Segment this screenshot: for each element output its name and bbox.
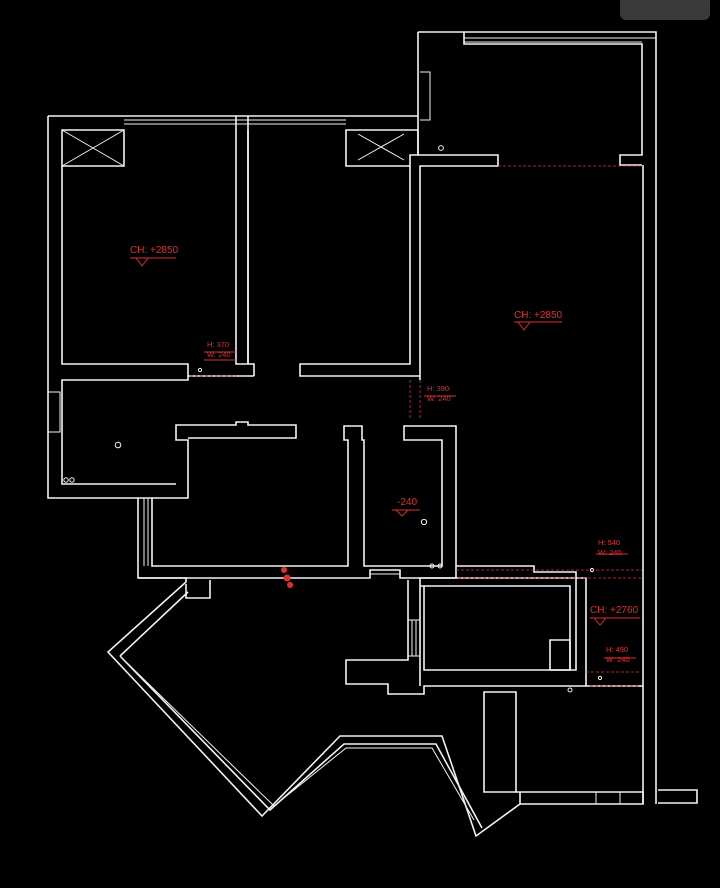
annotations: CH: +2850 CH: +2850 CH: +2760 -240 H: 37… xyxy=(130,245,639,664)
opening-guides xyxy=(190,165,642,687)
opening-b-width: W: 240 xyxy=(427,394,451,403)
opening-c-height: H: 540 xyxy=(598,538,620,547)
ceiling-height-bottom: CH: +2760 xyxy=(590,605,639,616)
fixture-markers xyxy=(63,145,603,693)
ceiling-height-right: CH: +2850 xyxy=(514,310,563,321)
pin-marker xyxy=(281,567,293,588)
ceiling-height-left: CH: +2850 xyxy=(130,245,179,256)
opening-b-height: H: 390 xyxy=(427,384,449,393)
opening-d-height: H: 490 xyxy=(606,645,628,654)
walls xyxy=(47,31,698,838)
opening-a-height: H: 370 xyxy=(207,340,229,349)
floor-level-center: -240 xyxy=(397,497,417,508)
opening-d-width: W: 240 xyxy=(606,655,630,664)
elevation-markers xyxy=(130,257,640,659)
opening-a-width: W: 240 xyxy=(207,350,231,359)
window-corner-tab xyxy=(620,0,710,20)
opening-c-width: W: 240 xyxy=(598,548,622,557)
